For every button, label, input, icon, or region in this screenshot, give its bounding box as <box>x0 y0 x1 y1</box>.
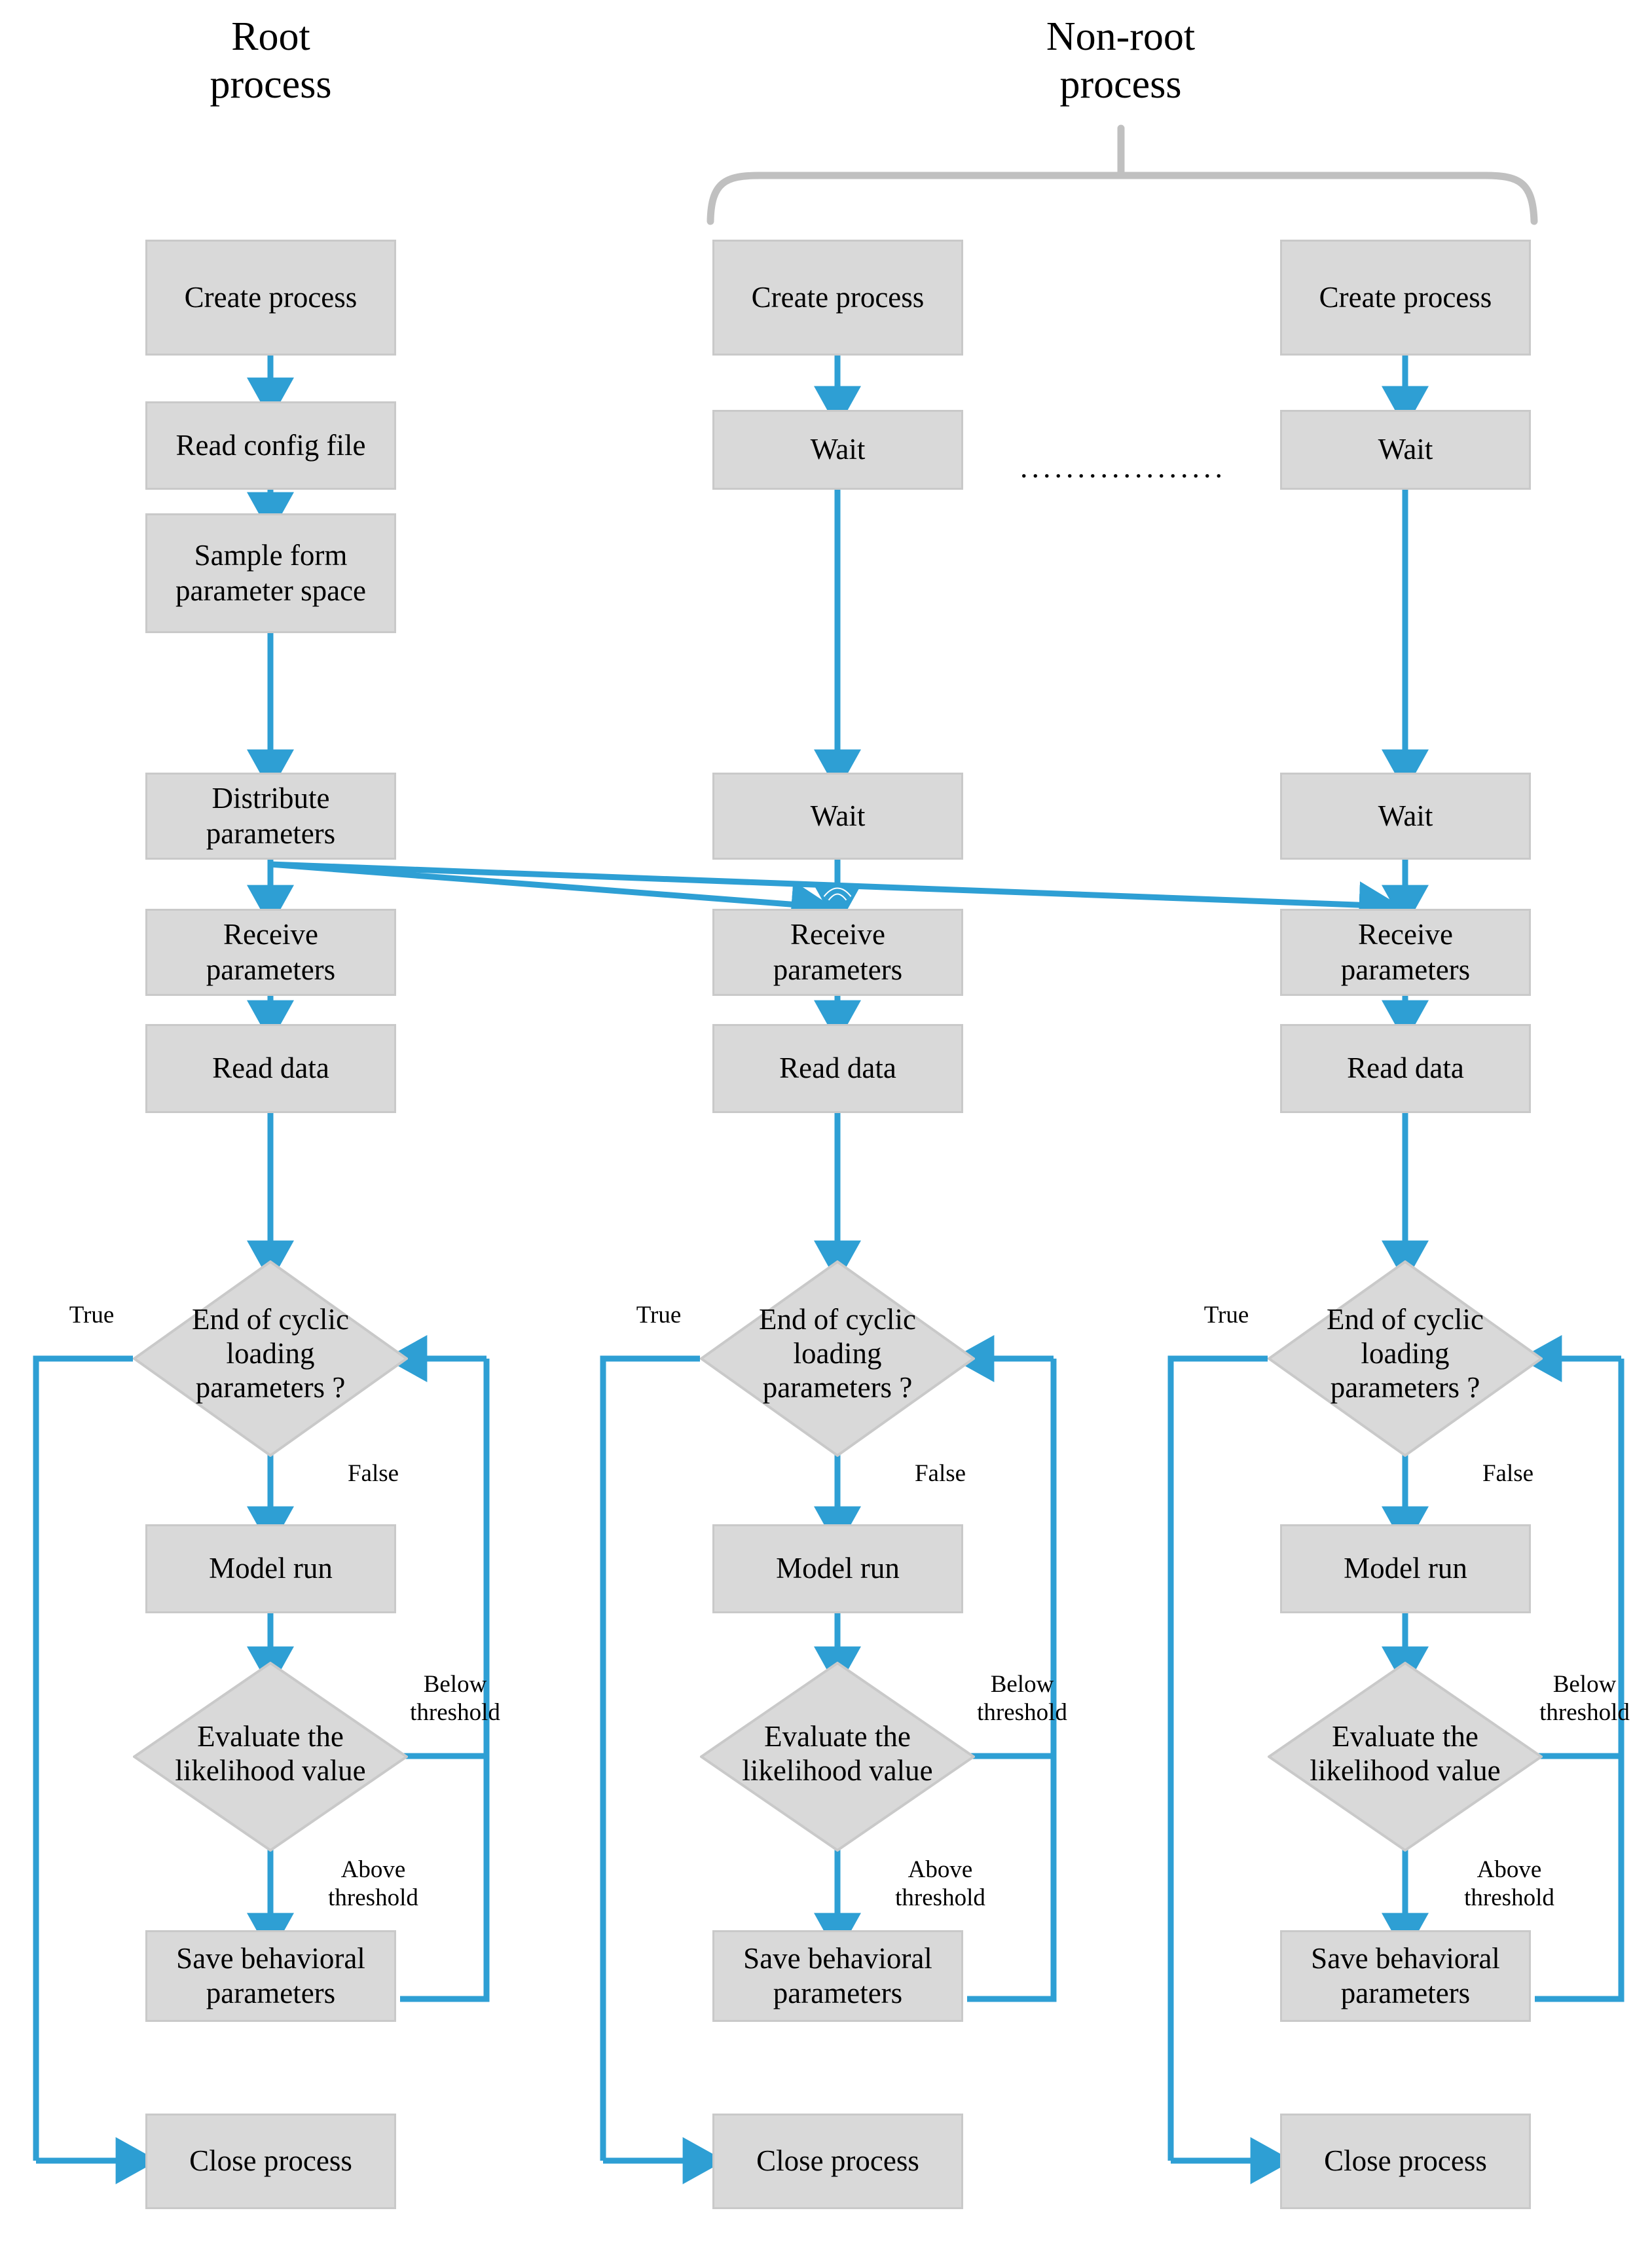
node-label: Model run <box>209 1552 333 1585</box>
right-wait-2-box[interactable]: Wait <box>1280 773 1531 860</box>
mid-edge-label-true: True <box>636 1302 682 1328</box>
node-label: Close process <box>189 2144 352 2178</box>
mid-wait-2-box[interactable]: Wait <box>712 773 963 860</box>
node-label: Read data <box>779 1052 896 1085</box>
root-close-process-box[interactable]: Close process <box>145 2114 396 2209</box>
node-label: Create process <box>184 280 358 314</box>
right-close-process-box[interactable]: Close process <box>1280 2114 1531 2209</box>
node-label: Model run <box>1344 1552 1467 1585</box>
node-label: Wait <box>810 433 866 466</box>
root-end-of-cyclic-loading-diamond[interactable] <box>133 1260 408 1457</box>
right-edge-label-false: False <box>1482 1460 1534 1487</box>
right-end-of-cyclic-loading-diamond[interactable] <box>1268 1260 1543 1457</box>
root-edge-label-true: True <box>69 1302 115 1328</box>
right-edge-label-true: True <box>1203 1302 1249 1328</box>
mid-wait-1-box[interactable]: Wait <box>712 410 963 490</box>
root-read-config-file-box[interactable]: Read config file <box>145 401 396 490</box>
mid-read-data-box[interactable]: Read data <box>712 1024 963 1113</box>
right-create-process-box[interactable]: Create process <box>1280 240 1531 356</box>
node-label: Create process <box>751 280 925 314</box>
node-label: Create process <box>1319 280 1492 314</box>
mid-model-run-box[interactable]: Model run <box>712 1524 963 1613</box>
node-label: Wait <box>1378 799 1433 832</box>
root-read-data-box[interactable]: Read data <box>145 1024 396 1113</box>
node-label: Close process <box>756 2144 919 2178</box>
right-read-data-box[interactable]: Read data <box>1280 1024 1531 1113</box>
node-label: Read data <box>212 1052 329 1085</box>
mid-close-process-box[interactable]: Close process <box>712 2114 963 2209</box>
mid-edge-label-false: False <box>914 1460 966 1487</box>
node-label: Read config file <box>175 428 366 462</box>
root-edge-label-false: False <box>347 1460 399 1487</box>
root-model-run-box[interactable]: Model run <box>145 1524 396 1613</box>
right-wait-1-box[interactable]: Wait <box>1280 410 1531 490</box>
mid-create-process-box[interactable]: Create process <box>712 240 963 356</box>
node-label: Model run <box>776 1552 900 1585</box>
node-label: Wait <box>810 799 866 832</box>
root-create-process-box[interactable]: Create process <box>145 240 396 356</box>
node-label: Read data <box>1347 1052 1464 1085</box>
node-label: Close process <box>1324 2144 1487 2178</box>
process-ellipsis: .................. <box>1020 450 1226 484</box>
mid-end-of-cyclic-loading-diamond[interactable] <box>700 1260 975 1457</box>
node-label: Wait <box>1378 433 1433 466</box>
mid-evaluate-likelihood-diamond[interactable] <box>700 1662 975 1852</box>
right-model-run-box[interactable]: Model run <box>1280 1524 1531 1613</box>
right-evaluate-likelihood-diamond[interactable] <box>1268 1662 1543 1852</box>
root-evaluate-likelihood-diamond[interactable] <box>133 1662 408 1852</box>
